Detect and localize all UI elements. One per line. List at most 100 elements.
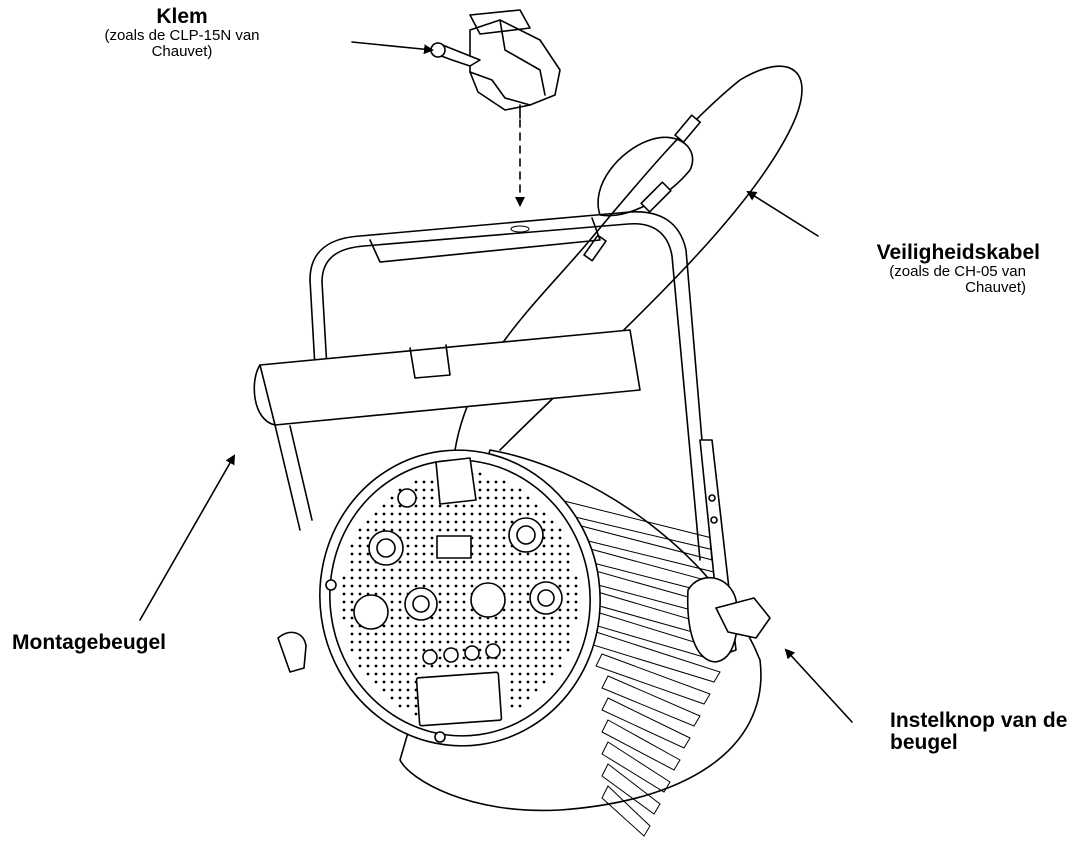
vent-hole [518,656,522,660]
vent-hole [382,632,386,636]
vent-hole [374,664,378,668]
vent-hole [446,512,450,516]
vent-hole [350,616,354,620]
vent-hole [510,608,514,612]
vent-hole [422,664,426,668]
vent-hole [446,624,450,628]
vent-hole [462,656,466,660]
clamp-drawing [430,9,561,119]
vent-hole [438,512,442,516]
vent-hole [398,688,402,692]
vent-hole [390,512,394,516]
bracket-arrow [139,454,235,621]
vent-hole [406,688,410,692]
vent-hole [406,616,410,620]
vent-hole [534,560,538,564]
vent-hole [510,672,514,676]
vent-hole [550,656,554,660]
vent-hole [486,528,490,532]
vent-hole [494,640,498,644]
vent-hole [350,560,354,564]
vent-hole [398,632,402,636]
vent-hole [486,632,490,636]
vent-hole [406,552,410,556]
vent-hole [454,576,458,580]
vent-hole [366,584,370,588]
vent-hole [510,688,514,692]
vent-hole [358,576,362,580]
vent-hole [550,552,554,556]
vent-hole [574,600,578,604]
vent-hole [406,656,410,660]
vent-hole [454,608,458,612]
vent-hole [550,672,554,676]
vent-hole [398,656,402,660]
heatsink-fin [601,719,681,771]
vent-hole [478,656,482,660]
vent-hole [438,648,442,652]
vent-hole [550,568,554,572]
vent-hole [566,616,570,620]
vent-hole [534,576,538,580]
vent-hole [550,640,554,644]
vent-hole [542,576,546,580]
vent-hole [382,520,386,524]
vent-hole [414,624,418,628]
vent-hole [534,568,538,572]
vent-hole [422,544,426,548]
vent-hole [526,584,530,588]
vent-hole [558,632,562,636]
vent-hole [510,624,514,628]
vent-hole [518,624,522,628]
heatsink-fin [601,741,671,793]
vent-hole [366,672,370,676]
vent-hole [478,576,482,580]
vent-hole [350,584,354,588]
vent-hole [510,552,514,556]
vent-hole [446,640,450,644]
vent-hole [374,656,378,660]
vent-hole [398,584,402,588]
vent-hole [502,584,506,588]
vent-hole [534,664,538,668]
vent-hole [502,544,506,548]
vent-hole [462,520,466,524]
vent-hole [574,616,578,620]
vent-hole [342,616,346,620]
vent-hole [374,520,378,524]
vent-hole [414,656,418,660]
vent-hole [374,680,378,684]
vent-hole [454,560,458,564]
vent-hole [486,552,490,556]
vent-hole [406,664,410,668]
vent-hole [390,504,394,508]
vent-hole [414,488,418,492]
vent-hole [446,608,450,612]
vent-hole [342,576,346,580]
vent-hole [502,616,506,620]
vent-hole [510,600,514,604]
vent-hole [558,552,562,556]
vent-hole [438,568,442,572]
vent-hole [462,568,466,572]
vent-hole [558,648,562,652]
vent-hole [526,664,530,668]
vent-hole [510,680,514,684]
vent-hole [470,560,474,564]
vent-hole [502,512,506,516]
vent-hole [422,648,426,652]
vent-hole [542,528,546,532]
rear-panel [319,449,601,747]
vent-hole [558,656,562,660]
vent-hole [518,568,522,572]
vent-hole [574,592,578,596]
vent-hole [462,664,466,668]
clamp-label-sub: (zoals de CLP-15N van Chauvet) [104,27,260,60]
vent-hole [518,688,522,692]
vent-hole [470,584,474,588]
vent-hole [382,576,386,580]
vent-hole [510,520,514,524]
vent-hole [478,560,482,564]
